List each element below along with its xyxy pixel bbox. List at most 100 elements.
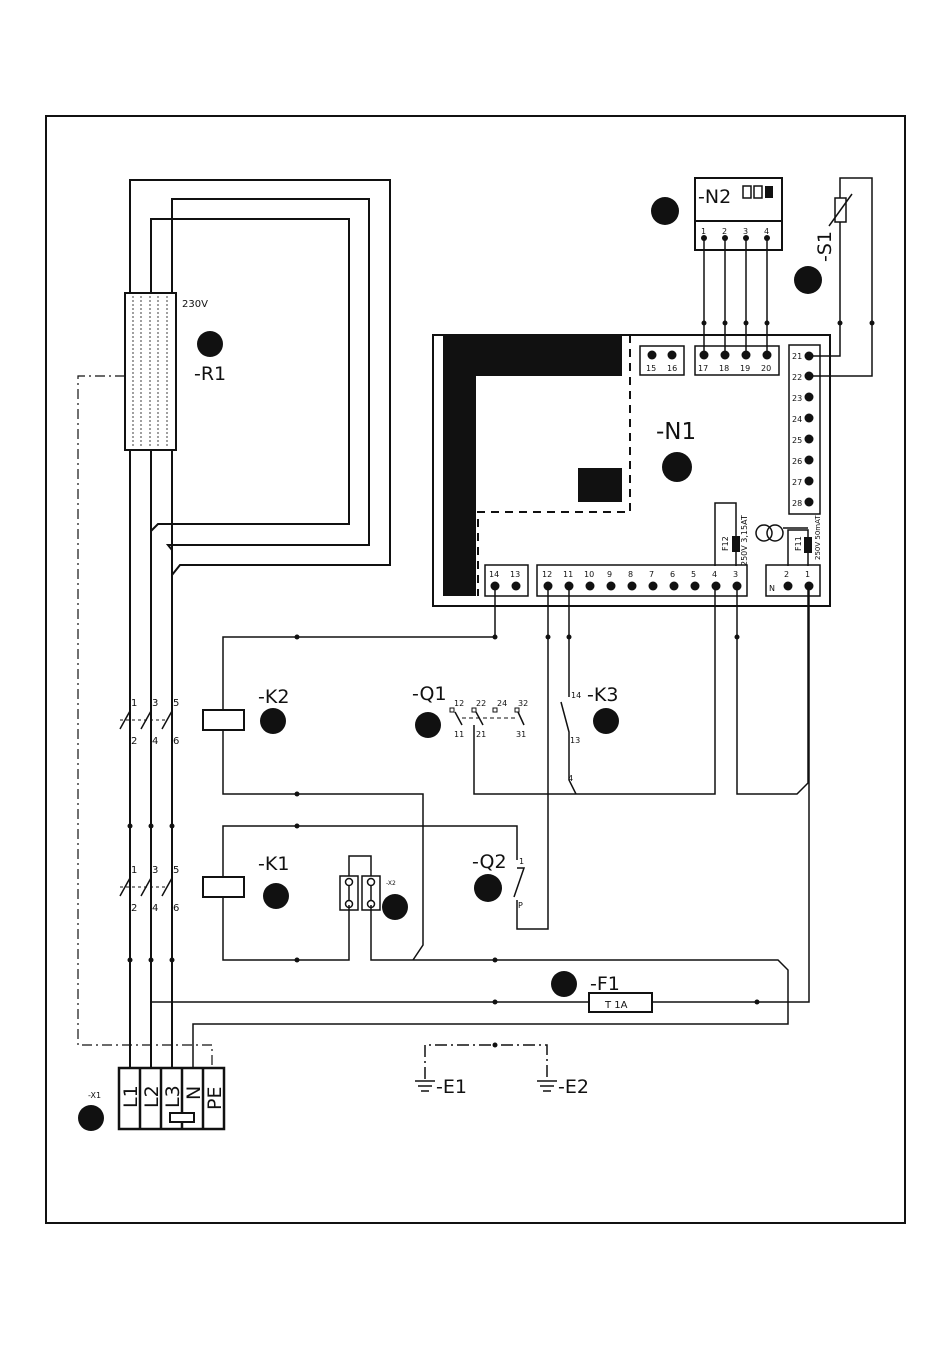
n1-right-terminal-22: 22 [792, 373, 802, 382]
k3-label: -K3 [587, 684, 618, 706]
q1-label: -Q1 [412, 683, 447, 705]
n1-label: -N1 [656, 419, 696, 445]
k1-pole-top-1: 1 [131, 865, 137, 876]
f1-label: -F1 [590, 973, 620, 995]
n1-chip [578, 468, 622, 502]
k3-marker [593, 708, 619, 734]
q2-marker [474, 874, 502, 902]
n1-terminal-1: 1 [805, 570, 810, 579]
s1-marker [794, 266, 822, 294]
n1-terminal-11: 11 [563, 570, 573, 579]
terminal-x2-bridge [340, 856, 380, 910]
n1-top-terminal-15: 15 [646, 364, 656, 373]
k1-pole-bottom-2: 2 [131, 903, 137, 914]
n1-top-terminals [648, 351, 772, 360]
k1-pole-top-5: 5 [173, 865, 179, 876]
k1-label: -K1 [258, 853, 289, 875]
f12-rating: 250V 3,15AT [740, 515, 749, 566]
n1-top-terminal-16: 16 [667, 364, 677, 373]
x2-marker [382, 894, 408, 920]
n1-black-l-shape [443, 335, 622, 596]
n2-terminal-1: 1 [701, 227, 706, 236]
q1-contact-11: 11 [454, 730, 464, 739]
n1-right-terminal-21: 21 [792, 352, 802, 361]
control-wiring [151, 586, 809, 1070]
contactor-k2 [120, 705, 244, 741]
q1-contact-24: 24 [497, 699, 507, 708]
n1-bottom-terminals [491, 582, 814, 591]
q1-contact-31: 31 [516, 730, 526, 739]
n1-fuses [715, 503, 812, 566]
n1-right-terminal-25: 25 [792, 436, 802, 445]
f1-rating: T 1A [604, 1000, 628, 1011]
f12-label: F12 [721, 536, 730, 551]
x1-label: -X1 [88, 1091, 101, 1100]
n1-right-terminals [805, 352, 814, 507]
n1-terminal-8: 8 [628, 570, 633, 579]
n1-right-terminal-26: 26 [792, 457, 802, 466]
n1-terminal-13: 13 [510, 570, 520, 579]
n2-wires [701, 235, 770, 355]
relay-contact-k3 [561, 702, 569, 770]
f1-marker [551, 971, 577, 997]
n1-top-terminal-20: 20 [761, 364, 771, 373]
n1-terminal-3: 3 [733, 570, 738, 579]
k1-pole-bottom-4: 4 [152, 903, 158, 914]
x1-terminal-l1: L1 [120, 1085, 142, 1108]
n1-right-terminal-24: 24 [792, 415, 802, 424]
k2-label: -K2 [258, 686, 289, 708]
x1-terminal-l2: L2 [141, 1085, 163, 1108]
n1-terminal-n: N [769, 584, 775, 593]
n2-marker [651, 197, 679, 225]
k2-pole-top-1: 1 [131, 698, 137, 709]
n1-terminal-5: 5 [691, 570, 696, 579]
q1-marker [415, 712, 441, 738]
q1-contact-32: 32 [518, 699, 528, 708]
k2-pole-bottom-4: 4 [152, 736, 158, 747]
q2-contact-p: P [518, 901, 523, 910]
e2-label: -E2 [558, 1076, 589, 1098]
n1-terminal-10: 10 [584, 570, 594, 579]
r1-marker [197, 331, 223, 357]
q1-contact-21: 21 [476, 730, 486, 739]
n1-terminal-9: 9 [607, 570, 612, 579]
k2-pole-bottom-6: 6 [173, 736, 179, 747]
q1-contact-12: 12 [454, 699, 464, 708]
k2-pole-top-3: 3 [152, 698, 158, 709]
r1-rating: 230V [182, 299, 208, 310]
drawing-frame [46, 116, 905, 1223]
x1-terminal-pe: PE [204, 1087, 226, 1110]
k2-pole-top-5: 5 [173, 698, 179, 709]
k1-pole-top-3: 3 [152, 865, 158, 876]
n1-terminal-12: 12 [542, 570, 552, 579]
k1-pole-bottom-6: 6 [173, 903, 179, 914]
n1-terminal-2: 2 [784, 570, 789, 579]
n1-terminal-6: 6 [670, 570, 675, 579]
x1-terminal-n: N [183, 1086, 205, 1100]
n1-top-terminal-17: 17 [698, 364, 708, 373]
n1-marker [662, 452, 692, 482]
k3-contact-13: 13 [570, 736, 580, 745]
x2-label: -X2 [386, 880, 396, 887]
k2-pole-bottom-2: 2 [131, 736, 137, 747]
f11-rating: 250V 50mAT [814, 515, 822, 560]
contactor-k1 [120, 872, 244, 908]
n1-terminal-14: 14 [489, 570, 499, 579]
x1-marker [78, 1105, 104, 1131]
pressure-switch-q2 [514, 868, 524, 897]
q2-label: -Q2 [472, 851, 507, 873]
n2-terminal-2: 2 [722, 227, 727, 236]
k2-marker [260, 708, 286, 734]
n1-right-terminal-27: 27 [792, 478, 802, 487]
n1-top-terminal-19: 19 [740, 364, 750, 373]
s1-label: -S1 [814, 231, 836, 262]
k3-contact-14: 14 [571, 691, 581, 700]
n2-label: -N2 [698, 186, 731, 208]
e1-label: -E1 [436, 1076, 467, 1098]
n1-terminal-4: 4 [712, 570, 717, 579]
q2-contact-1: 1 [519, 857, 524, 866]
k1-marker [263, 883, 289, 909]
n1-right-terminal-28: 28 [792, 499, 802, 508]
heater-r1 [125, 293, 176, 450]
